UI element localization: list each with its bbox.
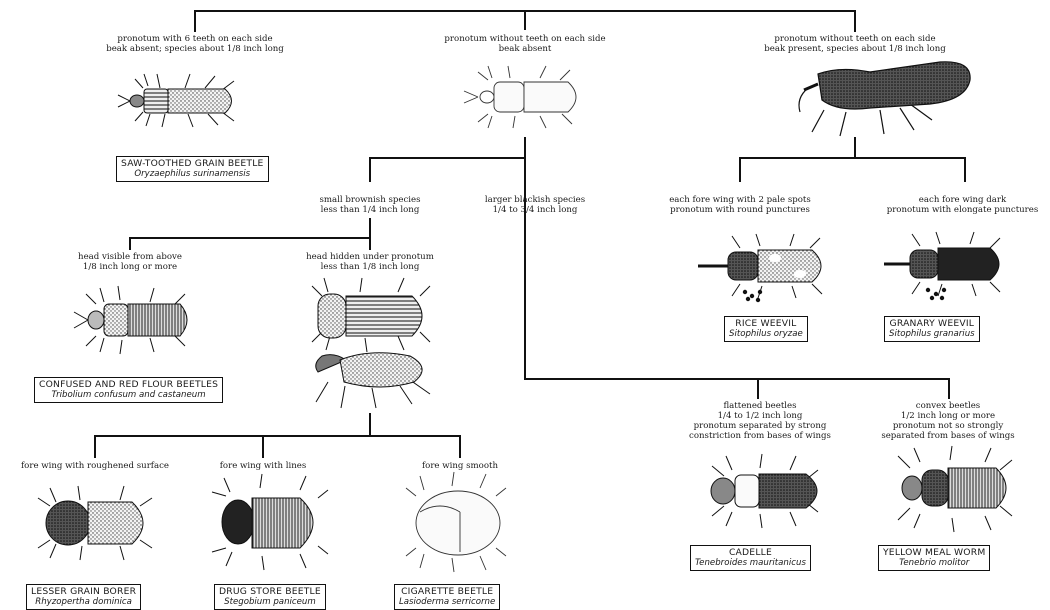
label-drug-store-beetle: DRUG STORE BEETLE Stegobium paniceum [214, 584, 326, 610]
scientific-name: Stegobium paniceum [219, 597, 321, 607]
label-lesser-grain-borer: LESSER GRAIN BORER Rhyzopertha dominica [26, 584, 141, 610]
granary-weevil-illustration [884, 232, 1000, 300]
node-text: less than 1/4 inch long [280, 205, 460, 215]
node-text: pronotum with round punctures [660, 205, 820, 215]
scientific-name: Tenebroides mauritanicus [695, 558, 806, 568]
weevil-side-illustration [799, 62, 970, 136]
yellow-meal-worm-illustration [898, 446, 1012, 532]
node-flattened: flattened beetles 1/4 to 1/2 inch long p… [670, 401, 850, 441]
node-text: pronotum with elongate punctures [875, 205, 1050, 215]
node-text: beak absent [405, 44, 645, 54]
species-name: CADELLE [695, 547, 806, 558]
node-text: head hidden under pronotum [280, 252, 460, 262]
node-top-left: pronotum with 6 teeth on each side beak … [75, 34, 315, 54]
node-text: 1/4 to 3/4 inch long [445, 205, 625, 215]
node-text: each fore wing with 2 pale spots [660, 195, 820, 205]
label-saw-toothed-grain-beetle: SAW-TOOTHED GRAIN BEETLE Oryzaephilus su… [116, 156, 269, 182]
node-head-visible: head visible from above 1/8 inch long or… [45, 252, 215, 272]
species-name: YELLOW MEAL WORM [883, 547, 985, 558]
node-text: fore wing with roughened surface [0, 461, 190, 471]
node-dark-wing: each fore wing dark pronotum with elonga… [875, 195, 1050, 215]
label-granary-weevil: GRANARY WEEVIL Sitophilus granarius [884, 316, 980, 342]
label-confused-red-flour-beetles: CONFUSED AND RED FLOUR BEETLES Tribolium… [34, 377, 223, 403]
cigarette-beetle-illustration [406, 472, 506, 572]
node-text: 1/2 inch long or more [858, 411, 1038, 421]
node-head-hidden: head hidden under pronotum less than 1/8… [280, 252, 460, 272]
scientific-name: Sitophilus granarius [889, 329, 975, 339]
node-text: pronotum without teeth on each side [730, 34, 980, 44]
node-text: fore wing with lines [193, 461, 333, 471]
scientific-name: Tenebrio molitor [883, 558, 985, 568]
node-top-middle: pronotum without teeth on each side beak… [405, 34, 645, 54]
node-wing-smooth: fore wing smooth [390, 461, 530, 471]
node-text: less than 1/8 inch long [280, 262, 460, 272]
species-name: RICE WEEVIL [729, 318, 803, 329]
cadelle-illustration [711, 454, 818, 528]
node-text: pronotum separated by strong [670, 421, 850, 431]
species-name: SAW-TOOTHED GRAIN BEETLE [121, 158, 264, 169]
node-convex: convex beetles 1/2 inch long or more pro… [858, 401, 1038, 441]
node-top-right: pronotum without teeth on each side beak… [730, 34, 980, 54]
node-text: 1/8 inch long or more [45, 262, 215, 272]
node-text: pronotum not so strongly [858, 421, 1038, 431]
node-text: flattened beetles [670, 401, 850, 411]
node-text: separated from bases of wings [858, 431, 1038, 441]
saw-toothed-beetle-illustration [118, 74, 234, 127]
head-hidden-beetle-top-illustration [312, 278, 430, 352]
node-text: fore wing smooth [390, 461, 530, 471]
node-roughened-surface: fore wing with roughened surface [0, 461, 190, 471]
scientific-name: Oryzaephilus surinamensis [121, 169, 264, 179]
scientific-name: Tribolium confusum and castaneum [39, 390, 218, 400]
label-cigarette-beetle: CIGARETTE BEETLE Lasioderma serricorne [394, 584, 500, 610]
node-wing-lines: fore wing with lines [193, 461, 333, 471]
node-text: 1/4 to 1/2 inch long [670, 411, 850, 421]
node-text: small brownish species [280, 195, 460, 205]
node-text: constriction from bases of wings [670, 431, 850, 441]
node-larger-blackish: larger blackish species 1/4 to 3/4 inch … [445, 195, 625, 215]
species-name: CIGARETTE BEETLE [399, 586, 495, 597]
node-text: each fore wing dark [875, 195, 1050, 205]
rice-weevil-illustration [698, 234, 822, 302]
node-text: beak absent; species about 1/8 inch long [75, 44, 315, 54]
scientific-name: Sitophilus oryzae [729, 329, 803, 339]
head-hidden-beetle-side-illustration [316, 353, 430, 408]
confused-flour-beetle-illustration [74, 286, 187, 354]
node-small-brownish: small brownish species less than 1/4 inc… [280, 195, 460, 215]
label-rice-weevil: RICE WEEVIL Sitophilus oryzae [724, 316, 808, 342]
node-text: convex beetles [858, 401, 1038, 411]
label-yellow-meal-worm: YELLOW MEAL WORM Tenebrio molitor [878, 545, 990, 571]
species-name: LESSER GRAIN BORER [31, 586, 136, 597]
species-name: GRANARY WEEVIL [889, 318, 975, 329]
node-text: head visible from above [45, 252, 215, 262]
flour-beetle-outline-illustration [464, 66, 576, 128]
scientific-name: Rhyzopertha dominica [31, 597, 136, 607]
node-text: larger blackish species [445, 195, 625, 205]
drug-store-beetle-illustration [212, 474, 328, 570]
node-text: beak present, species about 1/8 inch lon… [730, 44, 980, 54]
species-name: DRUG STORE BEETLE [219, 586, 321, 597]
species-name: CONFUSED AND RED FLOUR BEETLES [39, 379, 218, 390]
node-pale-spots: each fore wing with 2 pale spots pronotu… [660, 195, 820, 215]
label-cadelle: CADELLE Tenebroides mauritanicus [690, 545, 811, 571]
scientific-name: Lasioderma serricorne [399, 597, 495, 607]
node-text: pronotum with 6 teeth on each side [75, 34, 315, 44]
lesser-grain-borer-illustration [38, 486, 152, 560]
node-text: pronotum without teeth on each side [405, 34, 645, 44]
